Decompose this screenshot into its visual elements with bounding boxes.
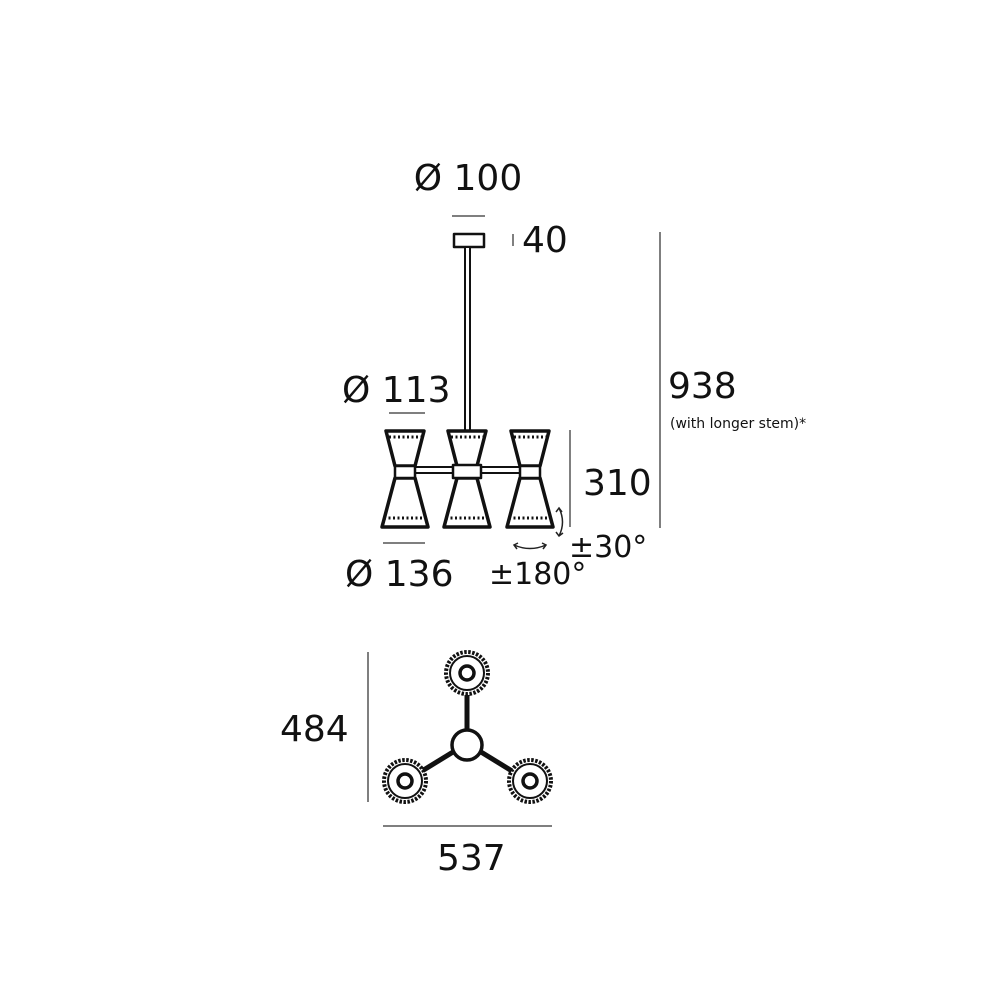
- shade-left: [380, 429, 430, 529]
- tilt-arrow-icon: [558, 507, 564, 537]
- plan-depth-label: 484: [280, 709, 349, 750]
- body-height-label: 310: [583, 463, 652, 504]
- canopy: [452, 232, 486, 249]
- plan-width-label: 537: [437, 838, 506, 879]
- shade-right: [505, 429, 555, 529]
- plan-shade-top: [444, 650, 490, 696]
- total-height-label: 938: [668, 366, 737, 407]
- plan-shade-right: [507, 758, 553, 804]
- shade-top-diameter-label: Ø 113: [342, 370, 451, 411]
- canopy-diameter-label: Ø 100: [414, 158, 523, 199]
- canopy-height-label: 40: [522, 220, 568, 261]
- plan-shade-left: [382, 758, 428, 804]
- plan-hub: [450, 728, 484, 762]
- tilt-label: ±30°: [569, 530, 647, 565]
- plan-view: [382, 650, 553, 804]
- shade-bottom-diameter-label: Ø 136: [345, 554, 454, 595]
- rotation-label: ±180°: [489, 557, 586, 592]
- shade-center: [442, 429, 492, 529]
- rotation-arrow-icon: [513, 544, 547, 550]
- total-height-note: (with longer stem)*: [670, 416, 806, 432]
